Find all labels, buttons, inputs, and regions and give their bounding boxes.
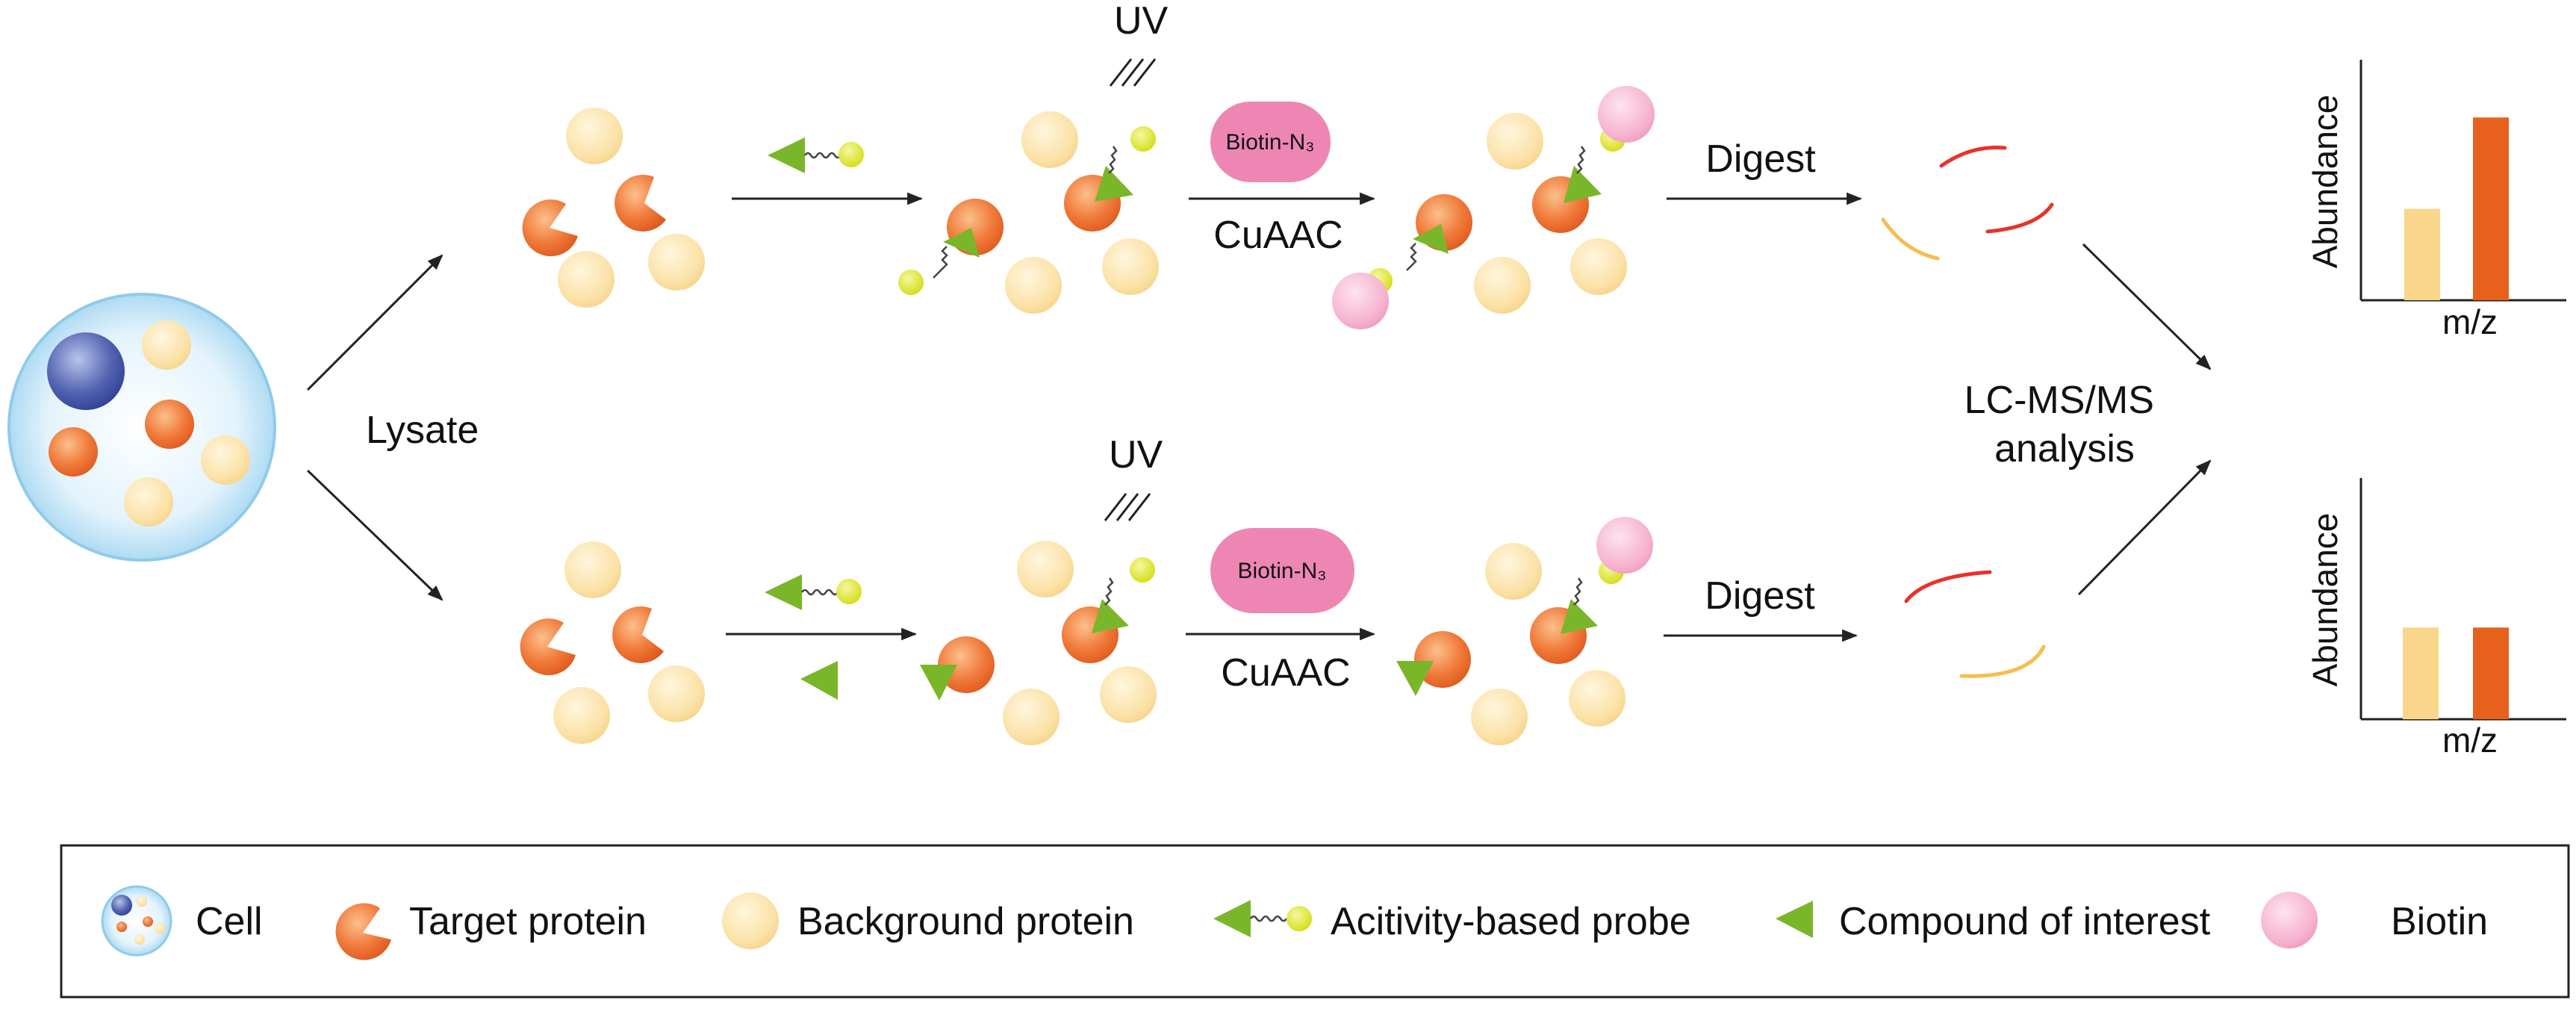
background-protein [564, 541, 621, 598]
target-protein [49, 427, 98, 476]
target-protein [612, 606, 664, 663]
cell [7, 293, 276, 562]
cuaac-label-bottom: CuAAC [1221, 651, 1350, 695]
bound-compound [1396, 661, 1434, 696]
biotinylated-probe [1561, 517, 1653, 634]
background-protein [201, 435, 250, 485]
background-protein [648, 665, 705, 722]
legend-label-cell: Cell [196, 900, 263, 943]
peptide-red [1939, 146, 2007, 168]
compound-icon [1776, 901, 1813, 938]
bar-background [2403, 627, 2439, 719]
background-protein [1474, 257, 1531, 314]
background-protein [1485, 543, 1542, 600]
background-protein [553, 687, 610, 744]
bar-background [2404, 208, 2440, 300]
activity-probe [765, 574, 862, 610]
biotin-icon [2261, 892, 2318, 949]
uv-rays-top [1109, 58, 1157, 87]
nucleus [47, 332, 125, 410]
background-protein [1570, 238, 1627, 295]
bound-compound [920, 665, 957, 701]
background-protein [1471, 689, 1528, 745]
legend-label-target-protein: Target protein [409, 900, 647, 943]
target-protein [1414, 631, 1471, 688]
biotin-azide-reagent [1210, 528, 1354, 613]
bound-probe [898, 228, 980, 295]
activity-probe [768, 137, 864, 173]
compound-of-interest [800, 661, 838, 700]
arrow-to-lcms-bottom [2077, 459, 2212, 596]
lcms-label: LC-MS/MS analysis [1964, 379, 2165, 471]
background-protein [1021, 111, 1078, 168]
bound-probe [1095, 126, 1156, 202]
biotin [1332, 273, 1389, 329]
target-protein [615, 174, 666, 232]
x-axis-label: m/z [2442, 302, 2498, 341]
arrow-to-lcms-top [2082, 243, 2212, 370]
target-protein [145, 400, 194, 449]
target-protein [938, 636, 995, 693]
arrow-to-bottom-path [306, 469, 444, 601]
cell-icon [101, 885, 172, 957]
background-protein [1569, 670, 1625, 727]
biotin-azide-reagent [1210, 102, 1331, 182]
top-path: UV Biotin-N₃ CuAAC [522, 0, 2054, 329]
background-protein-icon [722, 892, 779, 949]
background-protein [1005, 257, 1062, 314]
biotinylated-probe [1332, 224, 1449, 329]
legend: Cell Target protein Background protein A… [60, 844, 2570, 999]
lcms-label-line2: analysis [1994, 427, 2135, 471]
bar-target [2473, 117, 2509, 300]
background-protein [1017, 541, 1074, 597]
background-protein [1100, 666, 1157, 723]
lcms-label-line1: LC-MS/MS [1964, 379, 2154, 422]
biotin-azide-label-top: Biotin-N₃ [1226, 130, 1315, 155]
background-protein [124, 477, 173, 527]
abundance-chart-top: Abundance m/z [2306, 60, 2566, 341]
x-axis-label: m/z [2442, 721, 2498, 760]
bound-probe [1092, 557, 1155, 633]
legend-label-background-protein: Background protein [797, 900, 1134, 943]
biotin [1598, 86, 1655, 143]
legend-box [60, 844, 2570, 999]
background-protein [648, 234, 705, 291]
legend-label-compound: Compound of interest [1839, 900, 2211, 943]
y-axis-label: Abundance [2306, 95, 2345, 269]
peptide-red [1985, 202, 2054, 234]
peptide-yellow [1959, 645, 2046, 678]
legend-label-biotin: Biotin [2391, 900, 2488, 943]
background-protein [142, 320, 191, 370]
uv-label-bottom: UV [1109, 433, 1163, 476]
peptide-red [1904, 570, 1992, 603]
background-protein [558, 251, 615, 308]
bottom-path: UV Biotin-N₃ CuAAC [520, 433, 2046, 745]
activity-probe-icon [1213, 900, 1312, 937]
lysate-label: Lysate [366, 409, 479, 452]
target-protein [522, 199, 578, 257]
peptide-yellow [1881, 217, 1940, 261]
arrow-to-top-path [306, 254, 444, 391]
digest-label-bottom: Digest [1705, 574, 1815, 618]
background-protein [566, 108, 623, 164]
target-protein [520, 618, 576, 676]
biotin [1596, 517, 1653, 574]
background-protein [1003, 689, 1060, 745]
biotinylated-probe [1564, 86, 1655, 203]
legend-label-activity-probe: Acitivity-based probe [1331, 900, 1691, 943]
abundance-chart-bottom: Abundance m/z [2306, 478, 2566, 760]
biotin-azide-label-bottom: Biotin-N₃ [1238, 559, 1327, 583]
background-protein [1102, 238, 1159, 295]
cuaac-label-top: CuAAC [1213, 214, 1343, 257]
uv-label-top: UV [1114, 0, 1169, 43]
digest-label-top: Digest [1705, 137, 1816, 181]
y-axis-label: Abundance [2306, 513, 2345, 687]
target-protein-icon [335, 903, 391, 960]
background-protein [1487, 113, 1543, 170]
bar-target [2473, 627, 2509, 719]
uv-rays-bottom [1104, 493, 1151, 521]
